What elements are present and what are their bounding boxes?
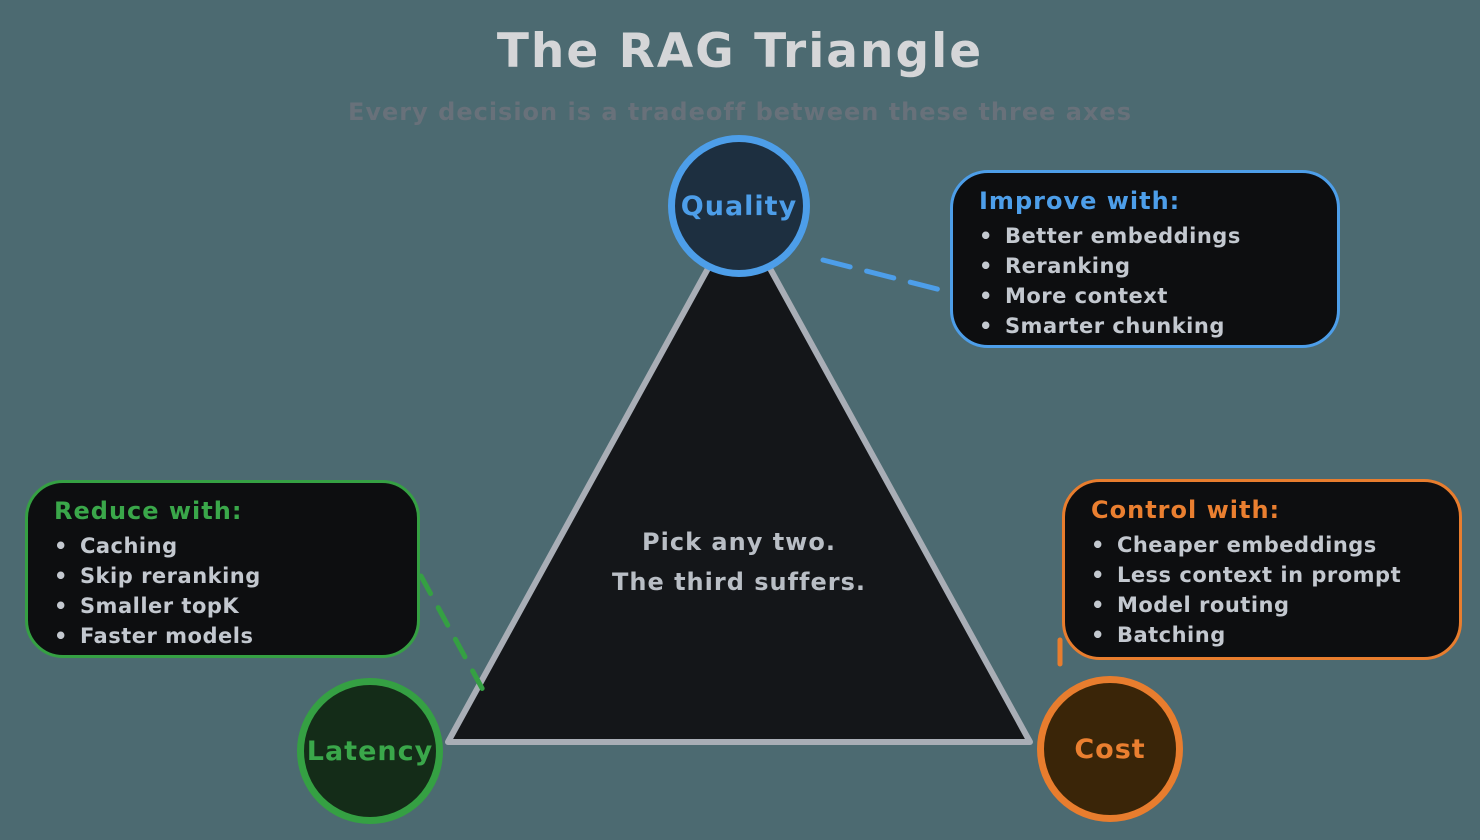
list-item: Model routing [1091, 590, 1433, 620]
list-item: Less context in prompt [1091, 560, 1433, 590]
quality-connector-line [820, 257, 948, 294]
list-item: Cheaper embeddings [1091, 530, 1433, 560]
list-item: Better embeddings [979, 221, 1311, 251]
reduce-callout-box: Reduce with: Caching Skip reranking Smal… [25, 480, 420, 658]
reduce-callout-list: Caching Skip reranking Smaller topK Fast… [54, 531, 391, 651]
improve-callout-title: Improve with: [979, 187, 1181, 215]
list-item: Smarter chunking [979, 311, 1311, 341]
list-item: Skip reranking [54, 561, 391, 591]
quality-node: Quality [668, 135, 810, 277]
triangle-center-text: Pick any two. The third suffers. [559, 522, 919, 602]
improve-callout-box: Improve with: Better embeddings Rerankin… [950, 170, 1340, 348]
list-item: Batching [1091, 620, 1433, 650]
page-title: The RAG Triangle [496, 24, 984, 79]
reduce-callout-title: Reduce with: [54, 497, 243, 525]
center-text-line2: The third suffers. [611, 568, 866, 596]
list-item: More context [979, 281, 1311, 311]
list-item: Reranking [979, 251, 1311, 281]
list-item: Smaller topK [54, 591, 391, 621]
center-text-line1: Pick any two. [642, 528, 836, 556]
cost-node: Cost [1037, 676, 1183, 822]
cost-node-label: Cost [1074, 733, 1146, 765]
control-callout-list: Cheaper embeddings Less context in promp… [1091, 530, 1433, 650]
page-subtitle: Every decision is a tradeoff between the… [347, 98, 1132, 126]
latency-node-label: Latency [306, 735, 434, 767]
control-callout-box: Control with: Cheaper embeddings Less co… [1062, 479, 1462, 660]
latency-node: Latency [297, 678, 443, 824]
improve-callout-list: Better embeddings Reranking More context… [979, 221, 1311, 341]
list-item: Caching [54, 531, 391, 561]
quality-node-label: Quality [680, 190, 798, 222]
control-callout-title: Control with: [1091, 496, 1281, 524]
list-item: Faster models [54, 621, 391, 651]
triangle-shape [445, 209, 1033, 745]
latency-connector-line [418, 573, 486, 693]
